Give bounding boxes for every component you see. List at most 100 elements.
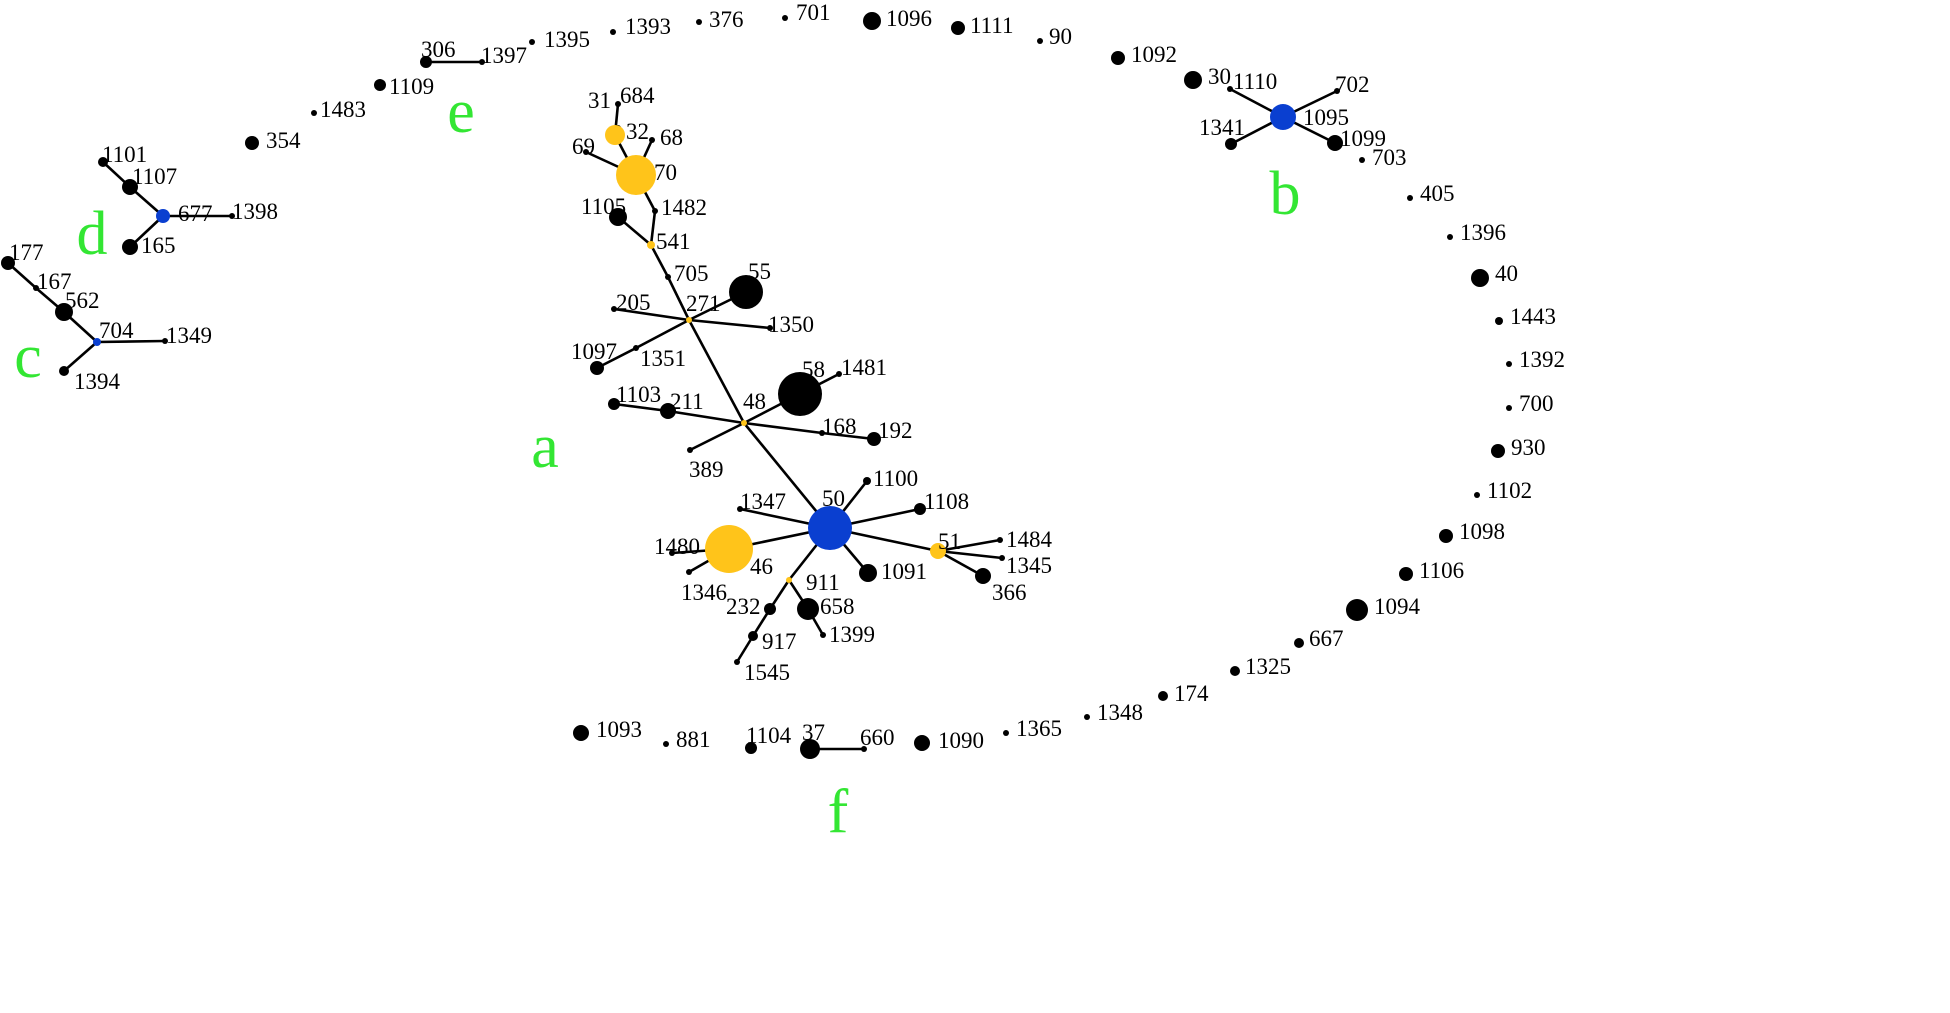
node-label-69: 69 [572, 134, 595, 159]
edge-271-48 [687, 319, 746, 424]
node-label-40: 40 [1495, 261, 1518, 286]
edge-541-705 [649, 244, 670, 278]
node-211 [660, 403, 676, 419]
node-1365 [1003, 730, 1009, 736]
node-label-1483: 1483 [320, 97, 366, 122]
node-label-1102: 1102 [1487, 478, 1532, 503]
node-192 [867, 432, 881, 446]
node-label-1325: 1325 [1245, 654, 1291, 679]
node-562 [55, 303, 73, 321]
node-label-174: 174 [1174, 681, 1209, 706]
cluster-label-e: e [447, 78, 475, 146]
node-1093 [573, 725, 589, 741]
node-label-1345: 1345 [1006, 553, 1052, 578]
node-label-1482: 1482 [661, 195, 707, 220]
node-label-1395: 1395 [544, 27, 590, 52]
edge-48-389 [689, 421, 745, 452]
node-354 [245, 136, 259, 150]
node-50 [808, 506, 852, 550]
node-label-50: 50 [822, 486, 845, 511]
node-1397 [479, 59, 485, 65]
node-1392 [1506, 361, 1512, 367]
node-1396 [1447, 234, 1453, 240]
node-label-1098: 1098 [1459, 519, 1505, 544]
node-1103 [608, 398, 620, 410]
edge-704-1394 [63, 341, 98, 372]
node-1483 [311, 110, 317, 116]
node-label-31: 31 [588, 88, 611, 113]
node-46 [705, 525, 753, 573]
edge-51-1484 [937, 538, 1001, 553]
node-32 [605, 125, 625, 145]
edge-205-271 [613, 307, 690, 322]
node-677 [156, 209, 170, 223]
node-1349 [162, 338, 168, 344]
node-label-541: 541 [656, 229, 691, 254]
node-1096 [863, 12, 881, 30]
node-167 [33, 285, 39, 291]
node-label-660: 660 [860, 725, 895, 750]
node-label-389: 389 [689, 457, 724, 482]
node-376 [696, 19, 702, 25]
node-label-405: 405 [1420, 181, 1455, 206]
node-label-911: 911 [806, 570, 840, 595]
node-55 [729, 275, 763, 309]
node-label-51: 51 [938, 529, 961, 554]
node-1100 [863, 477, 871, 485]
node-label-177: 177 [9, 240, 44, 265]
node-label-376: 376 [709, 7, 744, 32]
node-label-677: 677 [178, 201, 213, 226]
node-30 [1184, 71, 1202, 89]
nodes-layer [1, 12, 1512, 759]
node-label-1347: 1347 [740, 489, 786, 514]
node-label-917: 917 [762, 629, 797, 654]
node-label-1443: 1443 [1510, 304, 1556, 329]
edge-271-1351 [635, 318, 690, 350]
node-1481 [836, 371, 842, 377]
node-1399 [820, 632, 826, 638]
node-label-1106: 1106 [1419, 558, 1464, 583]
node-label-30: 30 [1208, 64, 1231, 89]
node-1394 [59, 366, 69, 376]
edge-704-1349 [96, 339, 166, 344]
node-700 [1506, 405, 1512, 411]
cluster-label-c: c [14, 323, 42, 391]
cluster-label-f: f [828, 778, 849, 846]
node-label-205: 205 [616, 290, 651, 315]
node-881 [663, 741, 669, 747]
node-1111 [951, 21, 965, 35]
node-165 [122, 239, 138, 255]
node-label-704: 704 [99, 318, 134, 343]
node-1104 [745, 742, 757, 754]
node-174 [1158, 691, 1168, 701]
node-label-1093: 1093 [596, 717, 642, 742]
node-1107 [122, 179, 138, 195]
node-label-37: 37 [802, 720, 825, 745]
node-label-1104: 1104 [746, 723, 792, 748]
node-69 [583, 149, 589, 155]
node-label-1397: 1397 [481, 43, 527, 68]
node-660 [861, 746, 867, 752]
node-label-1398: 1398 [232, 199, 278, 224]
node-label-702: 702 [1335, 72, 1370, 97]
node-label-701: 701 [796, 0, 831, 25]
edge-271-1350 [688, 318, 771, 330]
node-37 [800, 739, 820, 759]
edge-1351-1097 [596, 346, 637, 370]
node-label-55: 55 [748, 259, 771, 284]
node-917 [748, 631, 758, 641]
node-label-562: 562 [65, 288, 100, 313]
node-405 [1407, 195, 1413, 201]
node-705 [665, 274, 671, 280]
node-1092 [1111, 51, 1125, 65]
node-label-1346: 1346 [681, 580, 727, 605]
node-1484 [997, 537, 1003, 543]
node-label-1481: 1481 [841, 355, 887, 380]
node-930 [1491, 444, 1505, 458]
node-label-58: 58 [802, 357, 825, 382]
node-label-1107: 1107 [132, 164, 177, 189]
node-1347 [737, 506, 743, 512]
edge-211-1103 [613, 402, 669, 413]
node-1095 [1270, 104, 1296, 130]
